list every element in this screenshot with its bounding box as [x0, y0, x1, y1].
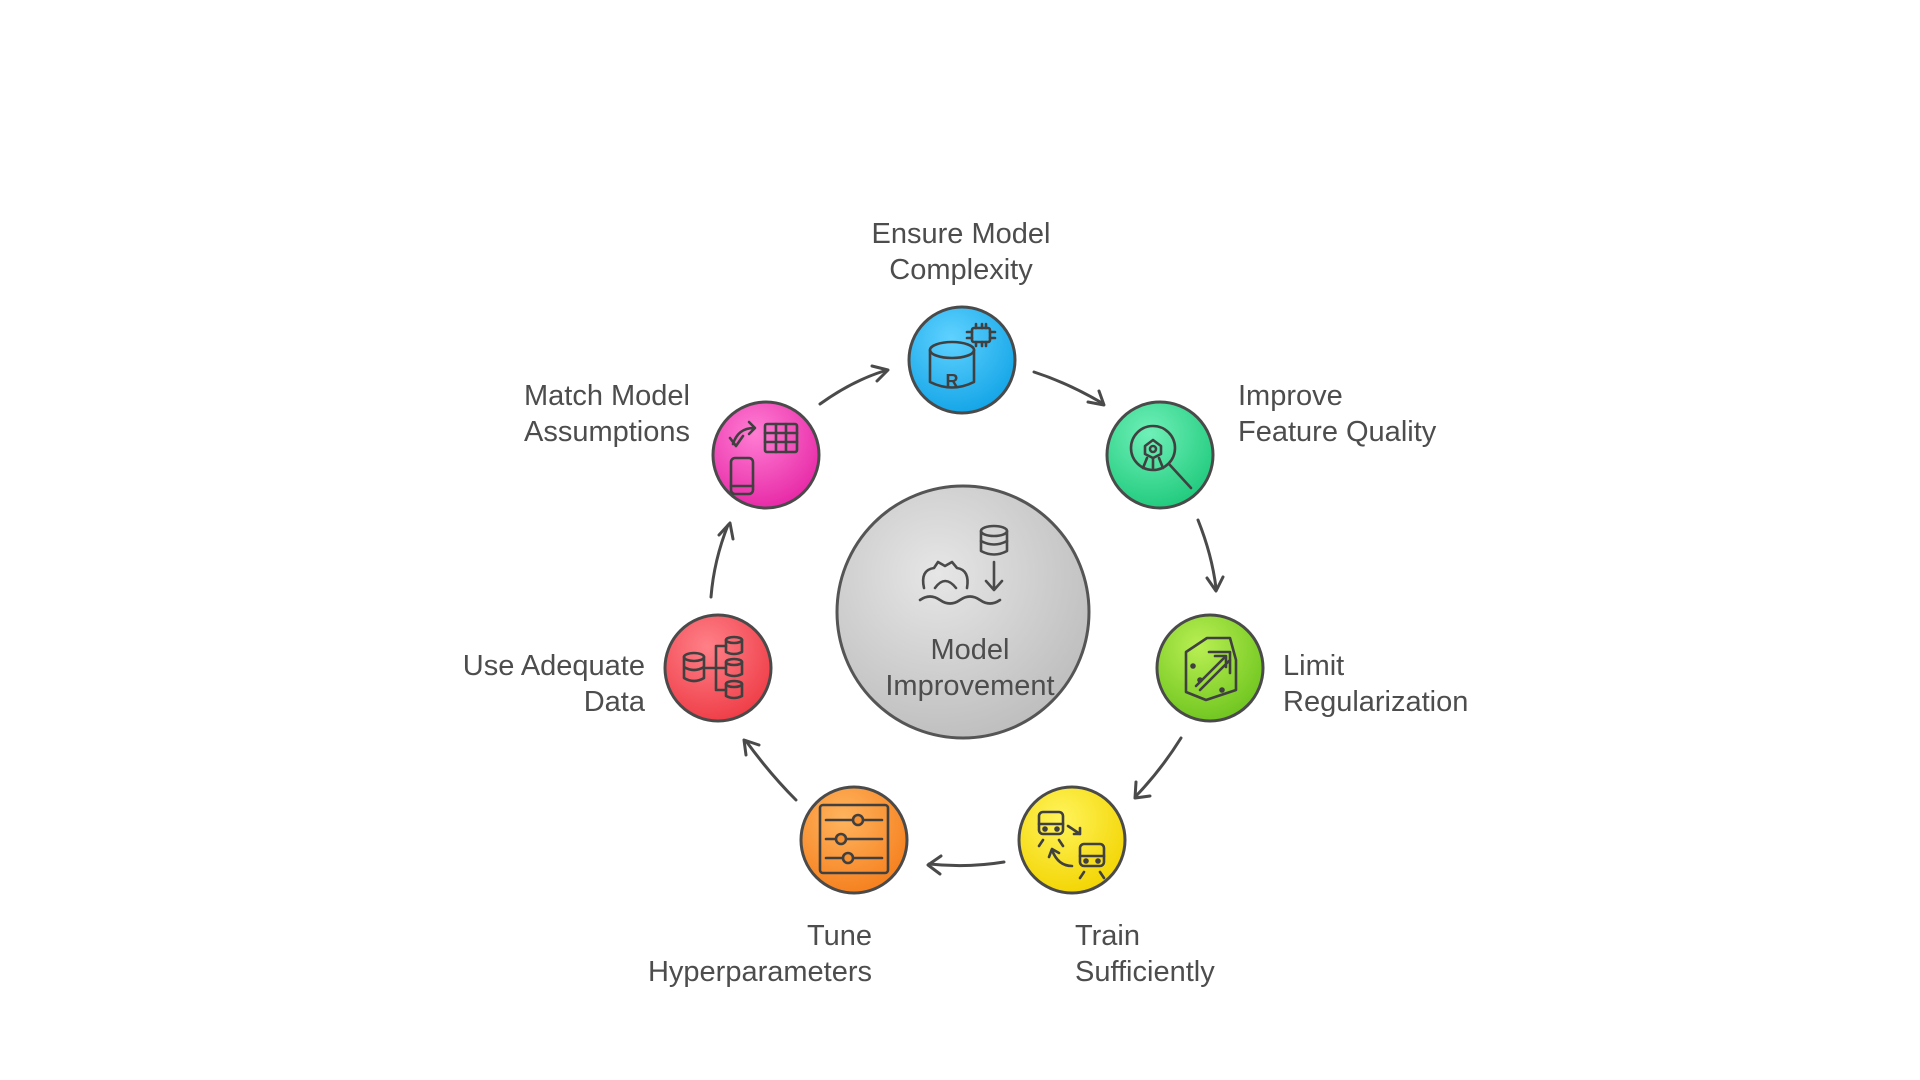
- magnifier-feature-icon: [1129, 424, 1193, 490]
- node-use-adequate-data[interactable]: [663, 613, 773, 723]
- arrow-regularization-to-training: [1133, 736, 1183, 800]
- arrow-complexity-to-feature: [1032, 370, 1106, 407]
- node-improve-feature-quality[interactable]: [1105, 400, 1215, 510]
- train-swap-icon: [1037, 810, 1106, 880]
- database-chip-icon: R: [928, 322, 997, 391]
- sliders-icon: [818, 803, 890, 875]
- node-ensure-model-complexity[interactable]: R: [907, 305, 1017, 415]
- label-tune-hyperparameters: Tune Hyperparameters: [647, 920, 872, 988]
- arrow-assumptions-to-complexity: [818, 364, 890, 406]
- arrow-data-to-assumptions: [709, 521, 735, 599]
- phone-table-swap-icon: [728, 420, 799, 496]
- node-train-sufficiently[interactable]: [1017, 785, 1127, 895]
- label-train-sufficiently: Train Sufficiently: [1075, 920, 1215, 988]
- center-node: [835, 484, 1091, 740]
- node-tune-hyperparameters[interactable]: [799, 785, 909, 895]
- database-gear-water-icon: [918, 524, 1009, 605]
- label-limit-regularization: Limit Regularization: [1283, 650, 1469, 718]
- label-improve-feature-quality: Improve Feature Quality: [1238, 380, 1437, 448]
- node-limit-regularization[interactable]: [1155, 613, 1265, 723]
- center-label: Model Improvement: [885, 634, 1055, 702]
- arrow-box-icon: [1184, 636, 1238, 702]
- node-match-model-assumptions[interactable]: [711, 400, 821, 510]
- label-match-model-assumptions: Match Model Assumptions: [523, 380, 690, 448]
- svg-text:R: R: [946, 371, 959, 391]
- database-network-icon: [682, 635, 744, 700]
- arrow-hyperparameters-to-data: [742, 738, 798, 802]
- label-ensure-model-complexity: Ensure Model Complexity: [871, 218, 1051, 286]
- arrow-feature-to-regularization: [1196, 518, 1225, 593]
- label-use-adequate-data: Use Adequate Data: [462, 650, 645, 718]
- arrow-training-to-hyperparameters: [926, 854, 1006, 876]
